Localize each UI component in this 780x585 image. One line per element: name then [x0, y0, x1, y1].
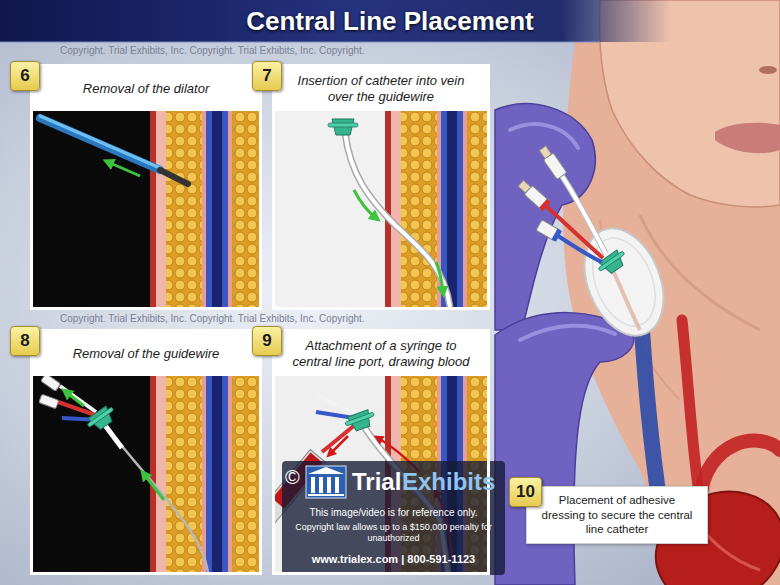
logo-icon: [306, 466, 346, 498]
catheter-lumen: [558, 236, 602, 262]
step-9-illustration: [322, 424, 356, 452]
step-9-illustration: [275, 376, 487, 572]
nostril: [759, 66, 777, 74]
step-8-illustration: [66, 392, 84, 406]
step-8-illustration: [33, 332, 259, 376]
step-caption: Removal of the guidewire: [33, 332, 259, 376]
step-8-illustration: [41, 376, 61, 391]
step-9-illustration: [275, 332, 487, 376]
port-cap: [536, 220, 561, 241]
step-8-illustration: [150, 376, 259, 572]
step-8-illustration: [58, 402, 98, 416]
step-8-illustration: [144, 474, 164, 500]
step-8-illustration: [85, 404, 119, 434]
glove-highlight: [510, 124, 578, 148]
step-9-illustration: [344, 408, 378, 433]
callout-number: 8: [16, 331, 33, 351]
aortic-arch: [700, 441, 780, 500]
step-6-illustration: [33, 67, 259, 111]
disclaimer: This image/video is for reference only.: [286, 507, 501, 519]
artery: [682, 320, 700, 500]
callout-number: 9: [258, 331, 275, 351]
callout-number: 7: [258, 66, 275, 86]
port-cap: [518, 180, 531, 193]
step-6-illustration: [33, 67, 276, 321]
logo-icon: [308, 467, 344, 474]
step-caption: Attachment of a syringe to central line …: [275, 332, 487, 376]
step-7-illustration: [275, 67, 487, 111]
watermark: Copyright. Trial Exhibits, Inc. Copyrigh…: [60, 313, 365, 325]
step-number-badge: 7: [252, 61, 282, 91]
gloved-hand: [495, 104, 595, 330]
logo-icon: [306, 466, 346, 498]
logo-text: Exhibits: [402, 468, 495, 497]
step-6-illustration: [40, 116, 160, 168]
step-6-illustration: [150, 111, 259, 307]
logo-icon: [311, 477, 315, 493]
port-cap: [552, 229, 562, 242]
step-6-illustration: [160, 170, 188, 184]
watermark: Copyright. Trial Exhibits, Inc. Copyrigh…: [60, 45, 365, 57]
gloved-hand: [495, 313, 634, 585]
logo-icon: [308, 494, 344, 496]
step-6-illustration: [40, 118, 160, 170]
patient-illustration: [495, 0, 780, 585]
contact-info: www.trialex.com | 800-591-1123: [286, 553, 501, 566]
step-caption: Insertion of catheter into vein over the…: [275, 67, 487, 111]
adhesive-dressing: [581, 229, 667, 335]
step-8-illustration: [104, 424, 122, 448]
step-panel: Removal of the guidewire: [30, 329, 262, 575]
step-7-illustration: [436, 262, 443, 292]
port-cap: [539, 199, 551, 211]
step-7-illustration: [328, 119, 358, 135]
step-8-illustration: [33, 332, 276, 585]
adhesive-dressing: [570, 217, 679, 348]
step-caption-box: Placement of adhesive dressing to secure…: [526, 486, 708, 544]
port-cap: [539, 146, 551, 159]
step-panel: Removal of the dilator: [30, 64, 262, 310]
step-8-illustration: [39, 394, 59, 409]
catheter-under-dressing: [612, 268, 640, 330]
logo-icon: [335, 477, 339, 493]
port-cap: [517, 179, 551, 211]
step-7-illustration: [385, 111, 487, 307]
step-9-illustration: [259, 332, 511, 585]
copyright-notice: Copyright law allows up to a $150,000 pe…: [286, 522, 501, 544]
port-cap: [538, 145, 567, 180]
step-number-badge: 6: [10, 61, 40, 91]
step-6-illustration: [40, 111, 259, 307]
step-number-badge: 8: [10, 326, 40, 356]
logo-icon: [319, 477, 323, 493]
lips: [715, 123, 780, 153]
banner-edge: [0, 42, 600, 43]
page-title: Central Line Placement: [0, 0, 780, 42]
callout-number: 10: [512, 482, 539, 502]
title-banner: [0, 0, 780, 42]
step-caption: Removal of the dilator: [33, 67, 259, 111]
step-caption: Placement of adhesive dressing to secure…: [537, 493, 697, 536]
glove-highlight: [520, 326, 615, 340]
copyright-symbol: ©: [285, 465, 300, 489]
step-6-illustration: [108, 162, 140, 176]
logo-text: Trial: [352, 468, 401, 497]
step-9-illustration: [330, 436, 348, 454]
callout-number: 6: [16, 66, 33, 86]
step-7-illustration: [328, 111, 487, 307]
step-7-illustration: [345, 132, 450, 307]
step-panel: Insertion of catheter into vein over the…: [272, 64, 490, 310]
step-7-illustration: [345, 132, 450, 307]
step-number-badge: 10: [509, 477, 542, 507]
port-cap: [536, 220, 562, 242]
logo-patch: [282, 461, 505, 575]
logo-icon: [327, 477, 331, 493]
step-7-illustration: [275, 67, 511, 321]
step-7-illustration: [354, 190, 376, 218]
step-number-badge: 9: [252, 326, 282, 356]
step-8-illustration: [39, 376, 259, 572]
